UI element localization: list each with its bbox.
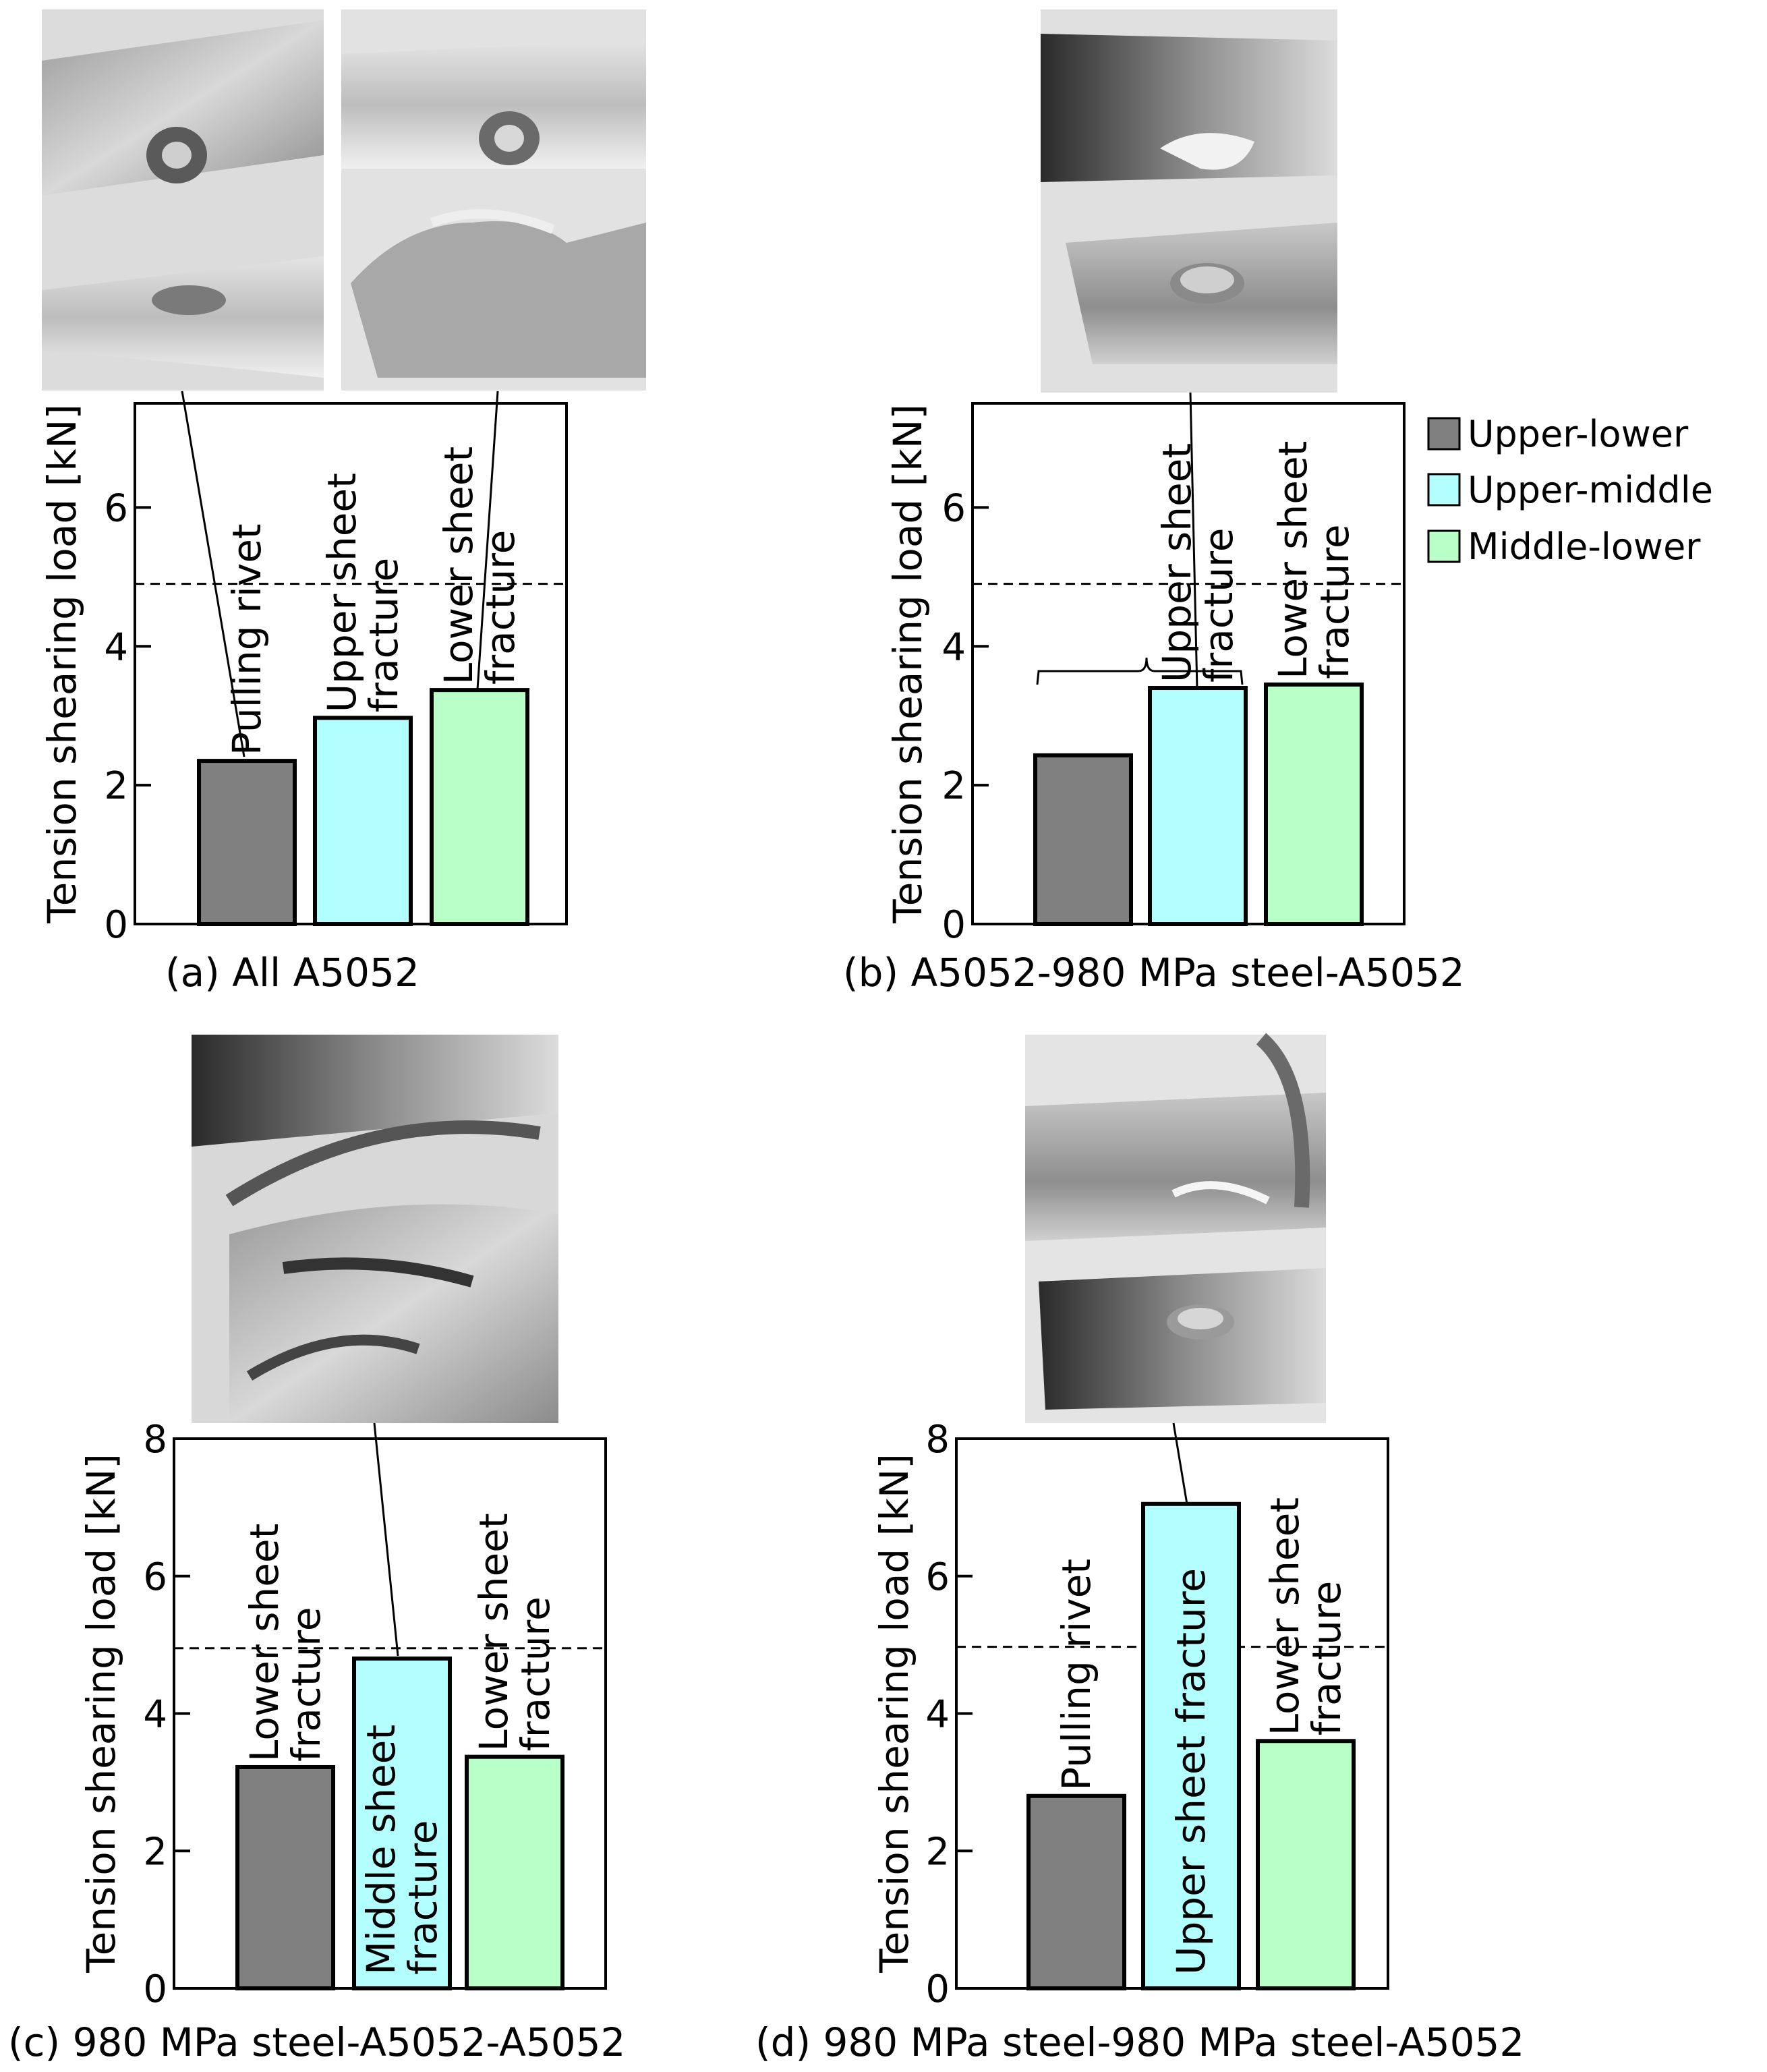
bar-annotation: fracture (1196, 528, 1242, 683)
bar-annotation: Lower sheet (1270, 441, 1316, 679)
y-tick-label: 0 (942, 903, 966, 947)
bar-upper-middle (1148, 686, 1248, 926)
bar-annotation: Upper sheet (319, 473, 365, 712)
legend-item-upper-lower: Upper-lower (1427, 413, 1689, 455)
bar-upper-middle (352, 1657, 452, 1990)
y-tick-label: 4 (942, 625, 966, 669)
y-tick-label: 8 (143, 1418, 167, 1462)
bar-annotation: Lower sheet (241, 1524, 287, 1762)
bar-annotation: fracture (400, 1820, 446, 1975)
y-tick-label: 0 (143, 1967, 167, 2011)
bar-annotation: fracture (513, 1596, 558, 1751)
y-axis-label: Tension shearing load [kN] (871, 1454, 917, 1974)
y-tick-label: 4 (104, 625, 128, 669)
chart-title: (c) 980 MPa steel-A5052-A5052 (8, 2019, 625, 2065)
photo-a-right (341, 9, 646, 391)
bar-annotation: fracture (361, 558, 407, 712)
y-tick-label: 0 (925, 1967, 950, 2011)
svg-text:Upper-middle: Upper-middle (1468, 469, 1713, 511)
bar-middle-lower (1264, 682, 1364, 926)
bar-annotation: fracture (1304, 1581, 1350, 1735)
bar-annotation: Lower sheet (1262, 1497, 1308, 1735)
bar-middle-lower (430, 688, 529, 927)
bar-upper-lower (235, 1764, 335, 1990)
y-tick-label: 0 (104, 903, 128, 947)
y-axis-label: Tension shearing load [kN] (885, 404, 931, 924)
chart-a: 0 2 4 6 Tension shearing load [kN] Pulling ri… (39, 402, 568, 996)
photo-b (1041, 9, 1337, 393)
bar-annotation: Lower sheet (436, 447, 482, 685)
bar-upper-lower (1026, 1793, 1126, 1990)
bar-annotation: fracture (1312, 524, 1358, 679)
svg-text:Middle-lower: Middle-lower (1468, 525, 1701, 568)
bar-annotation: Middle sheet (358, 1725, 404, 1975)
chart-title: (a) All A5052 (165, 950, 419, 996)
bar-upper-middle (313, 716, 413, 926)
legend: Upper-lower Upper-middle Middle-lower (1427, 413, 1713, 568)
chart-title: (d) 980 MPa steel-980 MPa steel-A5052 (755, 2019, 1524, 2065)
photo-c (192, 1035, 558, 1423)
y-axis-label: Tension shearing load [kN] (39, 404, 85, 924)
bar-upper-lower (1033, 753, 1133, 926)
bar-annotation: Upper sheet fracture (1168, 1568, 1214, 1975)
y-tick-label: 2 (925, 1830, 950, 1874)
bar-middle-lower (465, 1754, 564, 1990)
y-tick-label: 2 (104, 764, 128, 808)
y-axis-label: Tension shearing load [kN] (78, 1454, 124, 1974)
bar-upper-lower (197, 759, 297, 927)
y-tick-label: 6 (104, 486, 128, 530)
legend-item-upper-middle: Upper-middle (1427, 469, 1713, 511)
bar-annotation: fracture (283, 1607, 329, 1762)
y-tick-label: 8 (925, 1418, 950, 1462)
chart-title: (b) A5052-980 MPa steel-A5052 (843, 950, 1465, 996)
photo-a-left (42, 9, 324, 391)
leader-lines (181, 391, 1198, 1657)
svg-text:Upper-lower: Upper-lower (1468, 413, 1689, 455)
y-tick-label: 2 (942, 764, 966, 808)
legend-item-middle-lower: Middle-lower (1427, 525, 1701, 568)
bar-annotation: Pulling rivet (224, 523, 270, 755)
y-tick-label: 6 (143, 1555, 167, 1599)
y-tick-label: 4 (143, 1693, 167, 1737)
bar-annotation: fracture (477, 530, 523, 685)
bracket-b (1036, 657, 1244, 685)
y-tick-label: 2 (143, 1830, 167, 1874)
y-tick-label: 6 (925, 1555, 950, 1599)
photo-d (1025, 1033, 1326, 1423)
y-tick-label: 6 (942, 486, 966, 530)
bar-annotation: Lower sheet (471, 1513, 517, 1751)
bar-annotation: Pulling rivet (1053, 1559, 1099, 1791)
bar-upper-middle (1141, 1501, 1241, 1990)
y-tick-label: 4 (925, 1693, 950, 1737)
bar-middle-lower (1256, 1739, 1356, 1990)
